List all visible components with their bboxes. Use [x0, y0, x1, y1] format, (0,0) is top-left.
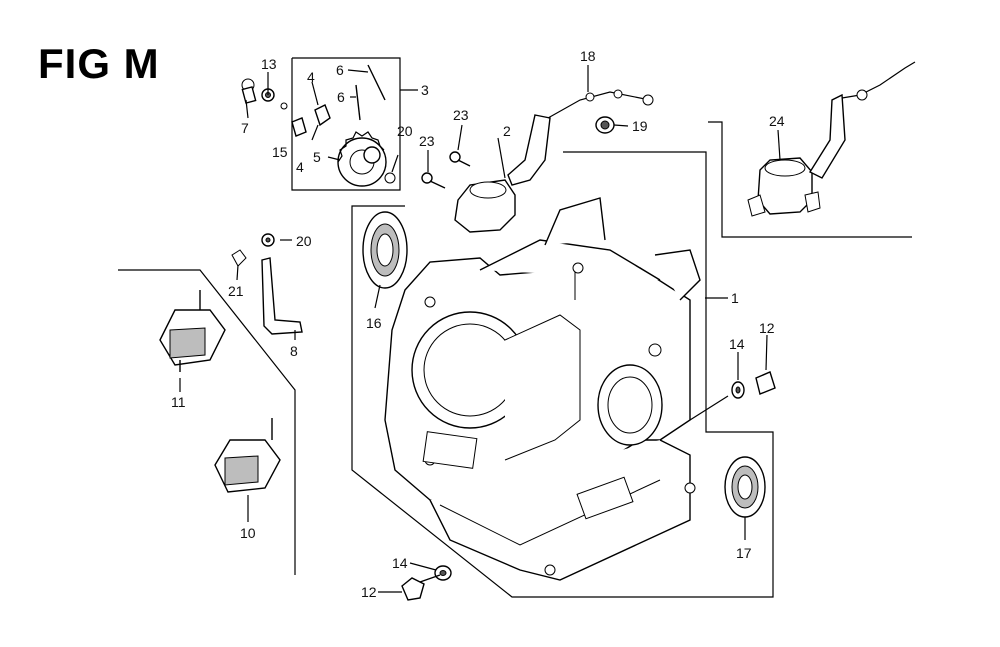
callout-17: 17: [736, 545, 752, 561]
callout-23a: 23: [453, 107, 469, 123]
callout-4a: 4: [307, 69, 315, 85]
oil-seal-17: [724, 456, 766, 518]
callout-1: 1: [731, 290, 739, 306]
mount-frame: [118, 269, 296, 575]
callout-14-bottom: 14: [392, 555, 408, 571]
callout-7: 7: [241, 120, 249, 136]
callout-15: 15: [272, 144, 288, 160]
callout-13: 13: [261, 56, 277, 72]
callout-24: 24: [769, 113, 785, 129]
callout-18: 18: [580, 48, 596, 64]
oil-alert-kit-frame: [291, 57, 401, 191]
crankcase: [384, 197, 701, 581]
grommet-19: [595, 116, 615, 134]
callout-12-bottom: 12: [361, 584, 377, 600]
callout-21: 21: [228, 283, 244, 299]
switch-frame: [708, 121, 912, 238]
washer-14-bottom: [434, 565, 452, 581]
leader-lines: [179, 65, 781, 593]
boundary-lines: [118, 57, 912, 598]
callout-5: 5: [313, 149, 321, 165]
bolt-12-bottom: [401, 574, 441, 601]
oil-alert-kit: [241, 64, 396, 187]
figure-title: FIG M: [38, 40, 160, 87]
callout-6b: 6: [337, 89, 345, 105]
bolts-23: [421, 151, 471, 189]
callout-20b: 20: [296, 233, 312, 249]
callout-20a: 20: [397, 123, 413, 139]
callout-8: 8: [290, 343, 298, 359]
callout-3: 3: [421, 82, 429, 98]
callout-6a: 6: [336, 62, 344, 78]
callout-12-right: 12: [759, 320, 775, 336]
callout-2: 2: [503, 123, 511, 139]
crankcase-frame: [351, 151, 774, 598]
oil-alert-unit-24: [747, 61, 916, 217]
callout-16: 16: [366, 315, 382, 331]
oil-level-switch: [454, 89, 654, 233]
oil-seal-16: [362, 211, 408, 289]
callout-23b: 23: [419, 133, 435, 149]
callout-4b: 4: [296, 159, 304, 175]
engine-mount-10: [214, 418, 281, 493]
washer-14-right: [731, 381, 745, 399]
bolt-12-right: [755, 371, 776, 395]
callout-14-right: 14: [729, 336, 745, 352]
callout-19: 19: [632, 118, 648, 134]
callout-labels: 1 2 3 4 4 5 6 6 7 8 10 11 12 12 13 14 14…: [171, 48, 785, 600]
callout-11: 11: [171, 394, 186, 410]
callout-10: 10: [240, 525, 256, 541]
engine-mount-11: [159, 290, 226, 372]
breather-parts: [231, 233, 303, 335]
